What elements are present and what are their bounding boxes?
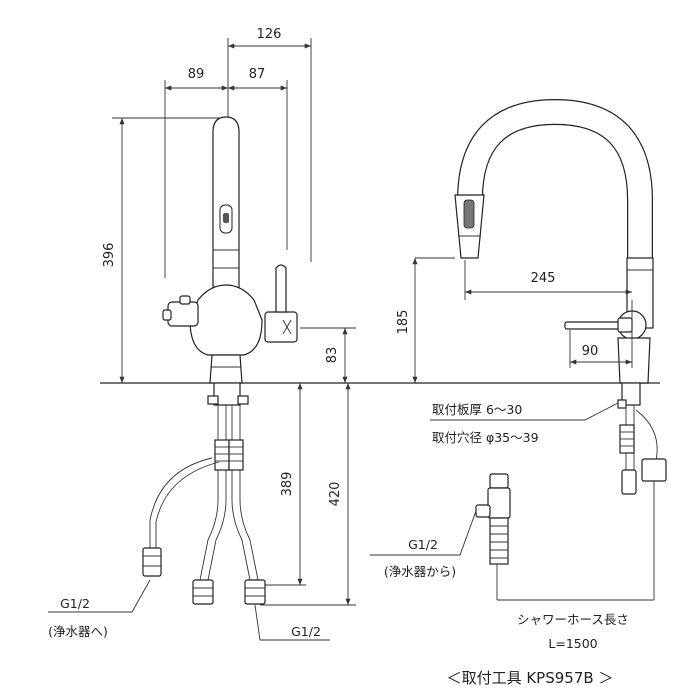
- right-lever: [275, 264, 287, 313]
- front-view: 126 89 87 396 83 389 420: [48, 27, 660, 641]
- label-from-purifier: (浄水器から): [384, 564, 456, 579]
- left-handle: [167, 301, 199, 327]
- dim-396: 396: [102, 243, 117, 268]
- dim-245: 245: [531, 271, 556, 286]
- label-to-purifier: (浄水器へ): [48, 624, 108, 639]
- side-lever: [564, 321, 621, 330]
- side-view: 245 185 90 取付板厚 6～30 取付穴径 φ35～39: [370, 98, 667, 651]
- fitting-left: [192, 579, 214, 605]
- front-spout: [212, 116, 240, 291]
- note-hole-diameter: 取付穴径 φ35～39: [432, 430, 539, 445]
- caption-mounting-tool: ＜取付工具 KPS957B ＞: [447, 669, 614, 687]
- fitting-right: [244, 579, 266, 605]
- label-hose-length: シャワーホース長さ: [517, 612, 629, 627]
- front-base: [209, 354, 243, 384]
- fitting-purifier-out: [142, 547, 162, 577]
- purifier-inlet-fitting: [475, 473, 511, 600]
- label-g12-bottom: G1/2: [291, 624, 321, 639]
- dim-185: 185: [396, 310, 411, 335]
- dim-89: 89: [188, 67, 205, 82]
- dim-83: 83: [325, 347, 340, 364]
- dim-87: 87: [249, 67, 266, 82]
- label-hose-length-value: L=1500: [548, 636, 597, 651]
- label-g12-right: G1/2: [408, 537, 438, 552]
- dim-420: 420: [328, 482, 343, 507]
- dim-126: 126: [257, 27, 282, 42]
- front-body: [189, 284, 263, 356]
- dim-389: 389: [280, 472, 295, 497]
- label-g12-left: G1/2: [60, 596, 90, 611]
- dim-90: 90: [582, 344, 599, 359]
- right-handle: [264, 311, 298, 343]
- hose-connector: [641, 458, 667, 482]
- note-plate-thickness: 取付板厚 6～30: [432, 402, 522, 417]
